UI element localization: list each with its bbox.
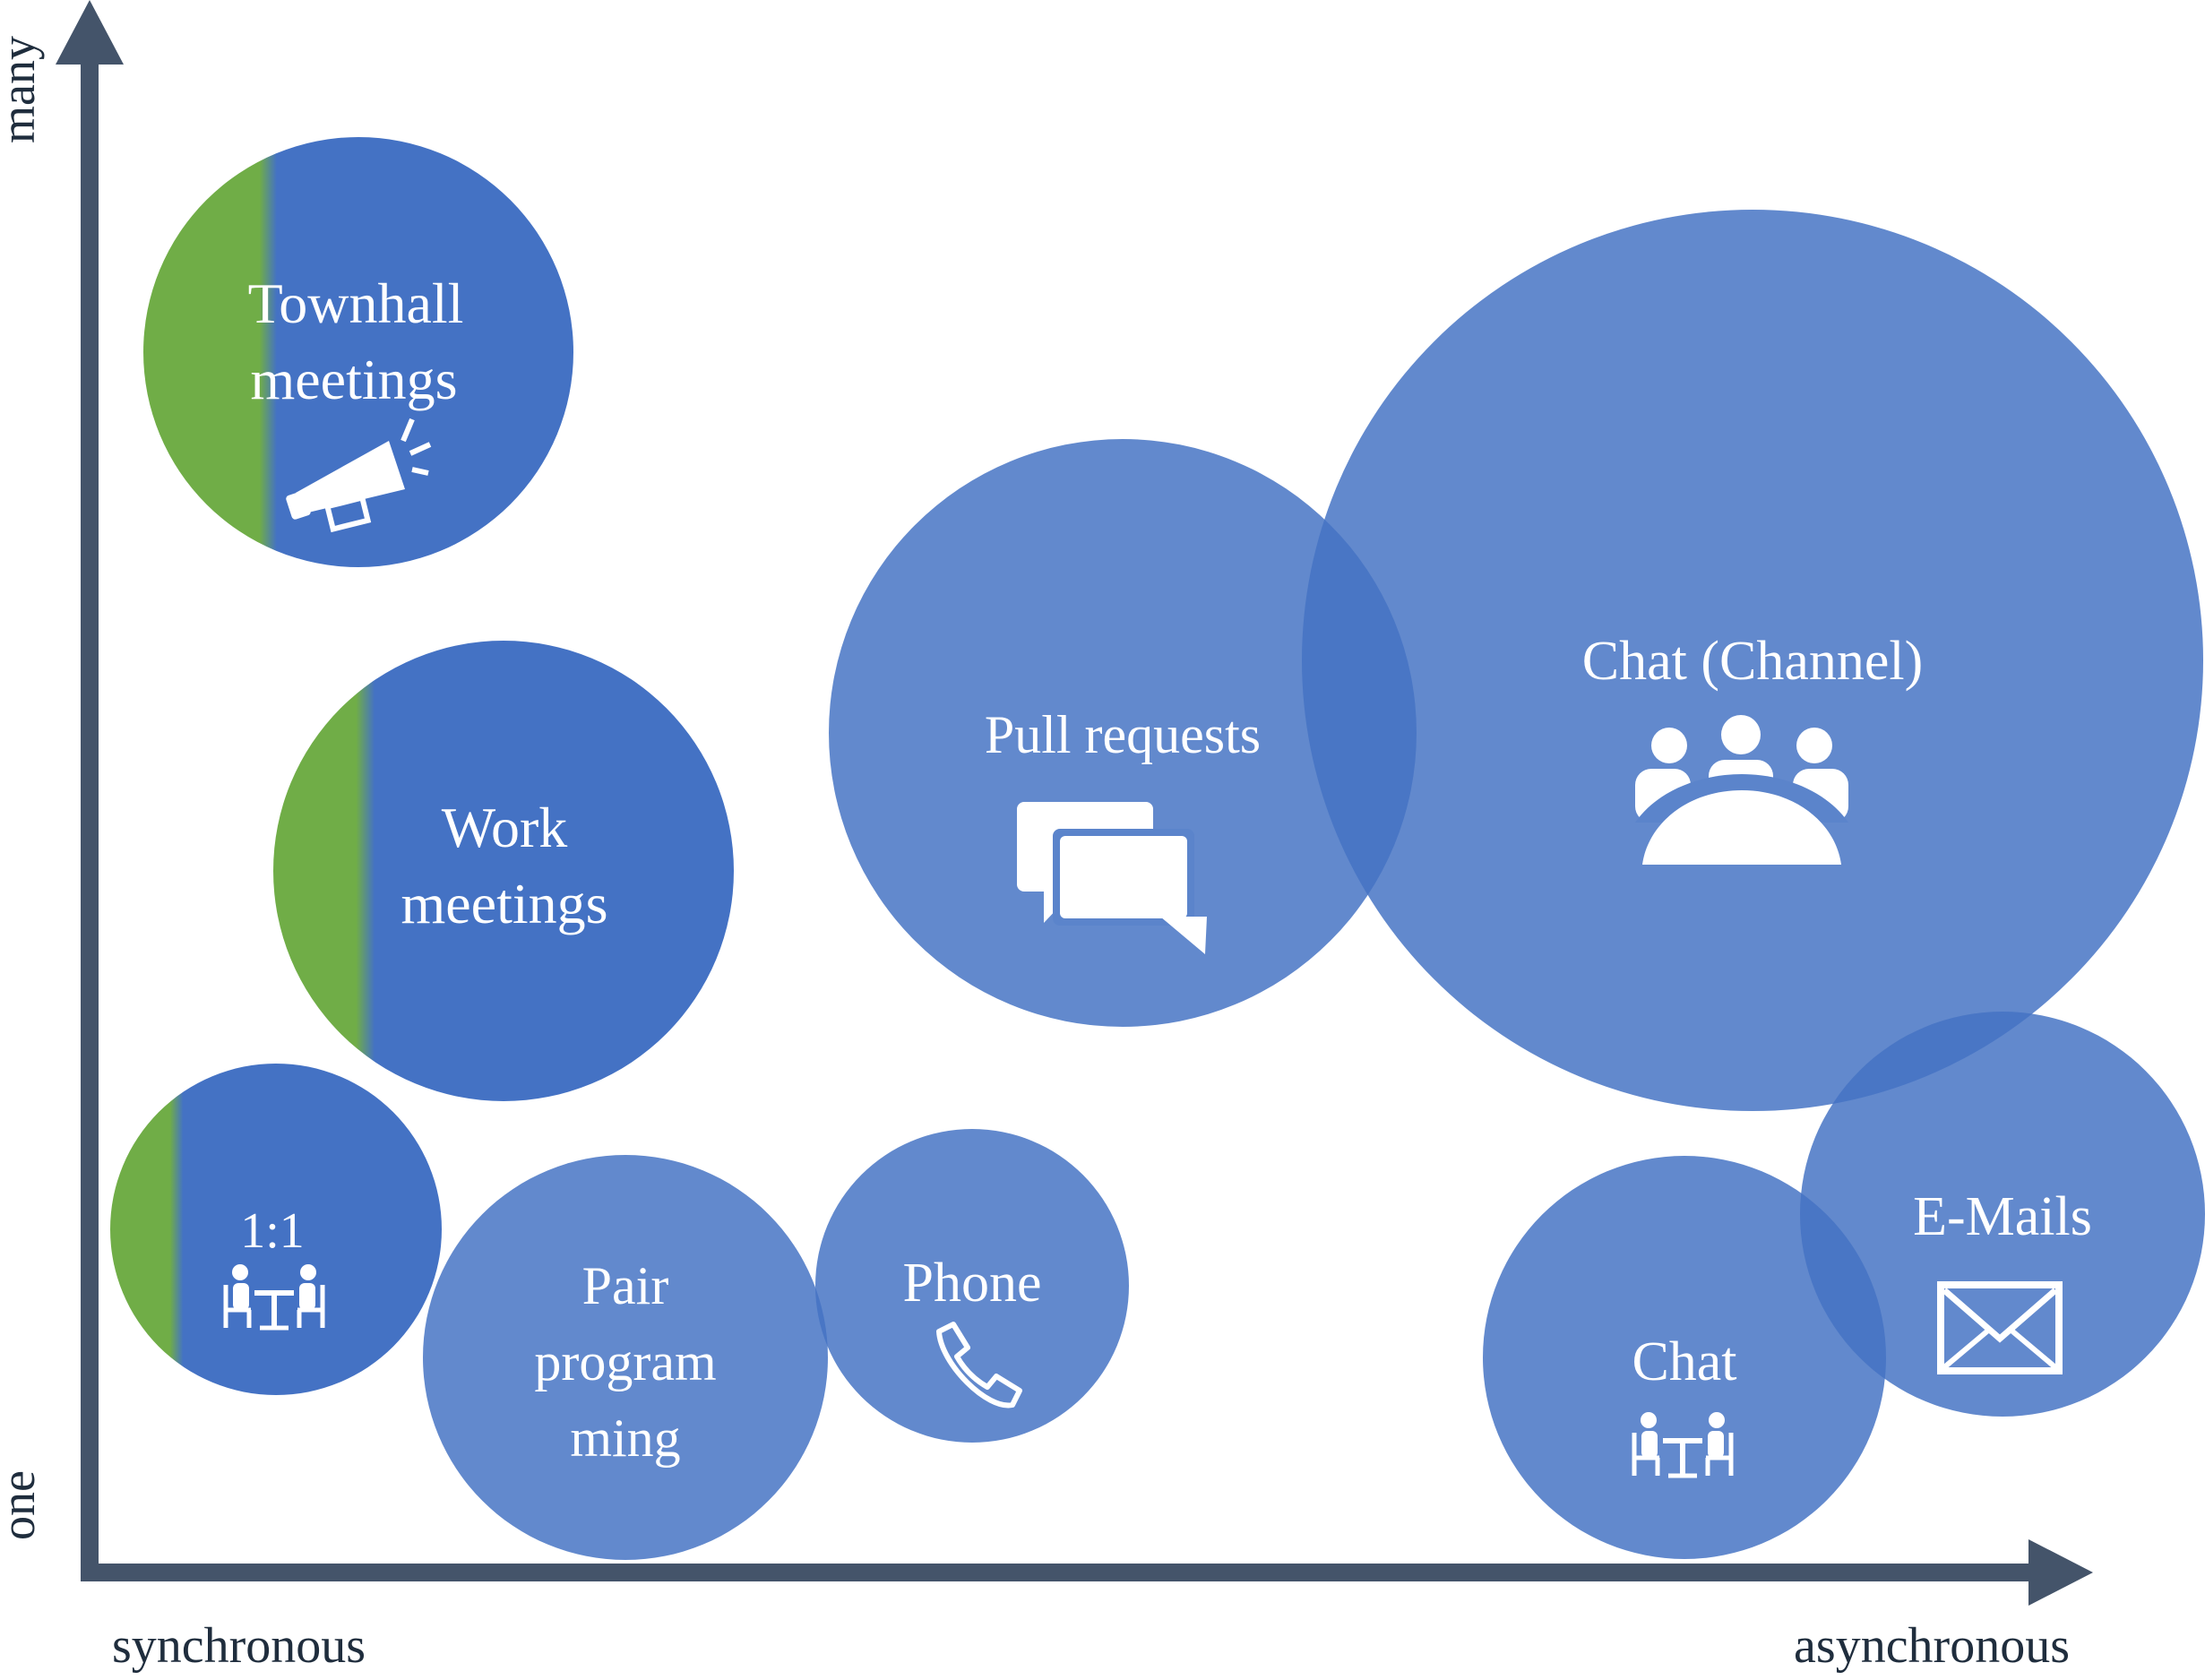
x-axis-start-label: synchronous	[112, 1618, 366, 1674]
one-on-one-label: 1:1	[240, 1203, 305, 1259]
phone-label: Phone	[903, 1253, 1042, 1314]
e-mails-label: E-Mails	[1913, 1186, 2092, 1247]
bubble-townhall-meetings	[143, 137, 573, 567]
group-icon	[1635, 715, 1848, 865]
chat-channel-label: Chat (Channel)	[1582, 631, 1924, 692]
meeting-table-icon	[223, 1264, 325, 1331]
y-axis-start-label: one	[0, 1470, 45, 1540]
envelope-icon	[1937, 1281, 2063, 1374]
pull-requests-label: Pull requests	[985, 705, 1261, 764]
townhall-label-line2: meetings	[250, 348, 457, 411]
bubble-pair-programming	[423, 1155, 828, 1560]
phone-icon	[936, 1322, 1022, 1409]
x-axis-end-label: asynchronous	[1794, 1618, 2070, 1674]
meeting-table-icon	[1632, 1412, 1734, 1478]
pair-label-line1: Pair	[582, 1256, 669, 1315]
megaphone-icon	[286, 418, 432, 533]
bubble-phone	[815, 1129, 1129, 1443]
townhall-label-line1: Townhall	[248, 271, 464, 335]
work-label-line1: Work	[442, 796, 568, 859]
chat-label: Chat	[1632, 1331, 1736, 1392]
y-axis-end-label: many	[0, 36, 45, 143]
pair-label-line2: program	[534, 1332, 716, 1391]
work-label-line2: meetings	[401, 872, 607, 935]
x-axis	[81, 1539, 2093, 1606]
bubble-one-on-one	[110, 1064, 442, 1395]
speech-bubbles-icon	[1017, 802, 1207, 954]
bubble-chat	[1483, 1156, 1886, 1559]
bubble-e-mails	[1800, 1012, 2205, 1417]
y-axis-arrowhead	[56, 0, 124, 65]
y-axis	[56, 0, 124, 1581]
pair-label-line3: ming	[570, 1409, 680, 1468]
bubble-pull-requests	[829, 439, 1417, 1027]
x-axis-arrowhead	[2028, 1539, 2093, 1606]
bubble-work-meetings	[273, 641, 734, 1101]
bubble-chat-channel	[1302, 210, 2203, 1111]
